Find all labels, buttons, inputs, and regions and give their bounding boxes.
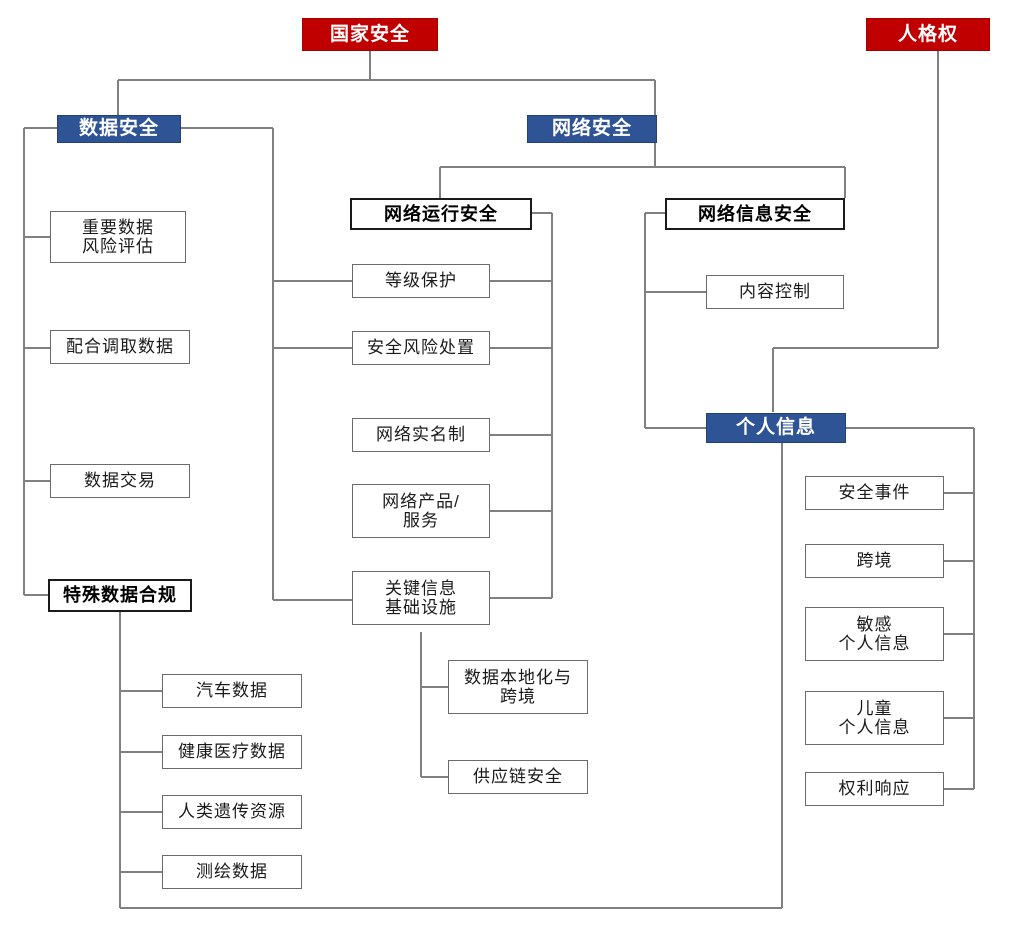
node-label: 健康医疗数据 <box>178 742 286 762</box>
node-cehui-shuju[interactable]: 测绘数据 <box>162 855 302 889</box>
node-wangluo-chanpin-fuwu[interactable]: 网络产品/ 服务 <box>352 484 490 538</box>
node-qiche-shuju[interactable]: 汽车数据 <box>162 674 302 708</box>
node-label: 儿童 个人信息 <box>838 698 911 737</box>
node-renlei-yichuan-ziyuan[interactable]: 人类遗传资源 <box>162 795 302 829</box>
node-label: 人格权 <box>897 23 958 45</box>
node-anquan-shijian[interactable]: 安全事件 <box>805 476 944 510</box>
node-label: 特殊数据合规 <box>63 585 177 606</box>
node-label: 个人信息 <box>735 417 816 439</box>
node-label: 汽车数据 <box>196 681 268 701</box>
node-jiankang-yiliao-shuju[interactable]: 健康医疗数据 <box>162 735 302 769</box>
node-label: 网络实名制 <box>376 425 466 445</box>
node-guojia-anquan[interactable]: 国家安全 <box>302 18 438 51</box>
node-label: 人类遗传资源 <box>178 802 286 822</box>
node-wangluo-shimingzhi[interactable]: 网络实名制 <box>352 418 490 452</box>
node-quanli-xiangying[interactable]: 权利响应 <box>805 772 944 806</box>
node-wangluo-yunxing-anquan[interactable]: 网络运行安全 <box>350 198 532 230</box>
node-anquan-fengxian-chuzhi[interactable]: 安全风险处置 <box>352 331 490 365</box>
node-label: 内容控制 <box>739 282 811 302</box>
node-zhongyao-shuju-fengxian-pinggu[interactable]: 重要数据 风险评估 <box>50 211 186 263</box>
node-label: 网络安全 <box>551 118 632 140</box>
node-renge-quan[interactable]: 人格权 <box>866 18 990 51</box>
node-wangluo-xinxi-anquan[interactable]: 网络信息安全 <box>665 198 845 230</box>
node-label: 跨境 <box>856 551 893 571</box>
node-kuajing[interactable]: 跨境 <box>805 544 944 578</box>
node-ertong-geren-xinxi[interactable]: 儿童 个人信息 <box>805 691 944 745</box>
node-label: 关键信息 基础设施 <box>385 578 457 617</box>
node-label: 安全风险处置 <box>367 338 475 358</box>
node-label: 供应链安全 <box>473 767 563 787</box>
node-label: 数据安全 <box>78 118 159 140</box>
node-teshu-shuju-hegui[interactable]: 特殊数据合规 <box>48 579 192 612</box>
node-label: 网络产品/ 服务 <box>382 491 460 530</box>
node-shuju-bendihua-yu-kuajing[interactable]: 数据本地化与 跨境 <box>448 660 588 714</box>
node-neirong-kongzhi[interactable]: 内容控制 <box>706 275 844 309</box>
node-label: 测绘数据 <box>196 862 268 882</box>
node-shuju-anquan[interactable]: 数据安全 <box>57 115 181 143</box>
node-wangluo-anquan[interactable]: 网络安全 <box>527 115 657 143</box>
node-label: 网络运行安全 <box>384 203 498 224</box>
node-gongyinglian-anquan[interactable]: 供应链安全 <box>448 760 588 794</box>
node-label: 权利响应 <box>838 779 911 799</box>
node-dengji-baohu[interactable]: 等级保护 <box>352 264 490 298</box>
node-label: 配合调取数据 <box>66 337 174 357</box>
node-guanjian-xinxi-jichu-sheshi[interactable]: 关键信息 基础设施 <box>352 571 490 625</box>
node-label: 网络信息安全 <box>698 203 812 224</box>
node-label: 国家安全 <box>329 23 410 45</box>
node-shuju-jiaoyi[interactable]: 数据交易 <box>50 464 190 498</box>
node-peihe-diaoqu-shuju[interactable]: 配合调取数据 <box>50 330 190 364</box>
node-label: 数据交易 <box>84 471 156 491</box>
node-geren-xinxi[interactable]: 个人信息 <box>706 413 846 443</box>
node-label: 数据本地化与 跨境 <box>464 667 572 706</box>
node-label: 安全事件 <box>838 483 911 503</box>
node-label: 重要数据 风险评估 <box>82 217 154 256</box>
node-minggan-geren-xinxi[interactable]: 敏感 个人信息 <box>805 607 944 661</box>
node-label: 等级保护 <box>385 271 457 291</box>
node-label: 敏感 个人信息 <box>838 614 911 653</box>
